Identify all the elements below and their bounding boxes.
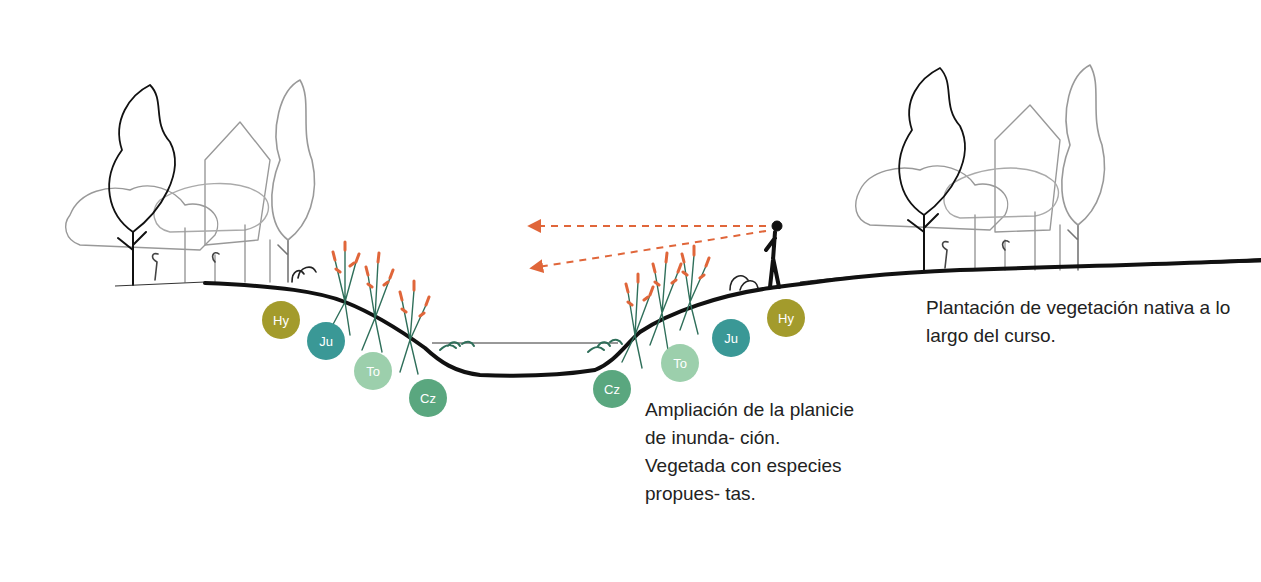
- annotation-text: Plantación de vegetación nativa a lo lar…: [926, 294, 1257, 350]
- tree-canopy: [66, 186, 218, 250]
- species-circle: To: [661, 344, 699, 382]
- plant-stem: [400, 290, 426, 374]
- plant-stem: [650, 262, 678, 350]
- plant-stem: [362, 262, 390, 352]
- species-code: Cz: [420, 392, 436, 405]
- person-body: [766, 232, 779, 287]
- tree-canopy: [109, 85, 175, 232]
- tree-trunk: [118, 232, 146, 285]
- plant-stem: [622, 282, 650, 368]
- aquatic-plant: [440, 342, 474, 350]
- tree-canopy: [272, 80, 315, 240]
- species-circle: Ju: [712, 319, 750, 357]
- annotation-text: Ampliación de la planicie de inunda- ció…: [645, 399, 854, 504]
- plant-stem: [680, 255, 706, 334]
- shrub: [292, 267, 316, 282]
- flower-spike: [333, 242, 429, 316]
- tree-trunk: [1068, 225, 1078, 270]
- aquatic-plant: [588, 340, 622, 352]
- tree-canopy: [899, 68, 965, 215]
- annotation-text: Ampliación de la planicie de inunda- ció…: [645, 396, 860, 508]
- species-circle: Hy: [262, 301, 300, 339]
- tree-group: [856, 65, 1105, 272]
- tree-canopy: [1062, 65, 1105, 225]
- species-circle: Hy: [767, 299, 805, 337]
- person-figure: [766, 221, 782, 287]
- species-code: Ju: [319, 335, 333, 348]
- view-arrow: [530, 225, 766, 227]
- shrub-stem: [975, 212, 1060, 270]
- tree-trunk: [278, 240, 288, 282]
- shrub: [730, 276, 758, 290]
- person-head: [772, 221, 782, 231]
- tree-trunk: [908, 214, 938, 272]
- species-code: To: [366, 365, 380, 378]
- species-code: Cz: [604, 383, 620, 396]
- tree-canopy: [154, 184, 268, 232]
- species-code: To: [673, 357, 687, 370]
- tree-canopy: [944, 168, 1058, 218]
- shrub-stem: [185, 225, 270, 282]
- species-circle: Cz: [409, 379, 447, 417]
- species-circle: Cz: [593, 370, 631, 408]
- view-arrow: [532, 231, 766, 268]
- annotation-text: Plantación de vegetación nativa a lo lar…: [926, 297, 1230, 346]
- species-code: Hy: [778, 312, 794, 325]
- sapling: [153, 253, 219, 280]
- tree-group: [66, 80, 315, 285]
- sapling: [943, 241, 1009, 268]
- water-line: [432, 343, 618, 344]
- species-code: Hy: [273, 314, 289, 327]
- species-code: Ju: [724, 332, 738, 345]
- species-circle: Ju: [307, 322, 345, 360]
- flower-spike: [626, 246, 709, 305]
- species-circle: To: [354, 352, 392, 390]
